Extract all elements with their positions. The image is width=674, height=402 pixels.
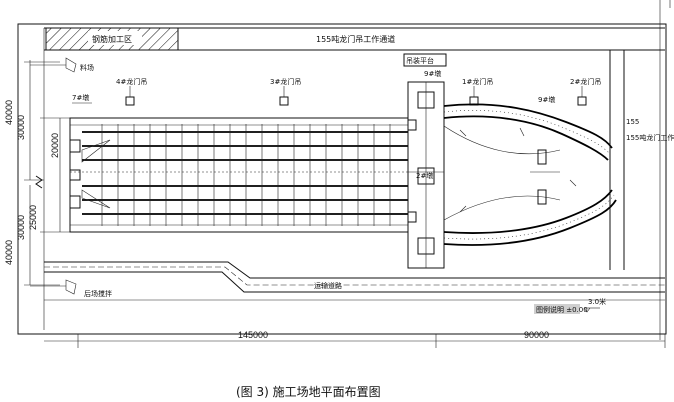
crane-1-label: 1#龙门吊 bbox=[462, 77, 493, 86]
dim-20000: 20000 bbox=[50, 133, 60, 158]
aggregate-bottom-label: 后场搅拌 bbox=[84, 289, 112, 298]
crane-7-marker: 7#墩 bbox=[72, 93, 92, 104]
lifting-platform-label: 吊装平台 bbox=[406, 56, 434, 65]
crane-3-label: 3#龙门吊 bbox=[270, 77, 301, 86]
dim-145000: 145000 bbox=[238, 330, 268, 340]
crane-9-label: 9#墩 bbox=[424, 69, 441, 78]
dim-30000-b: 30000 bbox=[16, 215, 26, 240]
bottom-road-upper bbox=[44, 261, 665, 279]
dim-40000-top: 40000 bbox=[4, 100, 14, 125]
crane-4-label: 4#龙门吊 bbox=[116, 77, 147, 86]
rebar-area-label: 钢筋加工区 bbox=[92, 34, 132, 44]
dim-90000: 90000 bbox=[524, 330, 549, 340]
right-note: 图例说明 ±0.00 bbox=[536, 305, 588, 314]
right-road-label-1: 155 bbox=[626, 118, 639, 126]
crane-4-marker: 4#龙门吊 bbox=[116, 77, 147, 106]
center-beam-label: 2#墩 bbox=[416, 171, 433, 180]
top-road-label: 155吨龙门吊工作通道 bbox=[316, 34, 395, 44]
bottom-road-label: 运输道路 bbox=[314, 281, 342, 290]
aggregate-bottom-marker: 后场搅拌 bbox=[30, 279, 112, 298]
curved-track-upper bbox=[443, 103, 613, 161]
figure-caption: (图 3) 施工场地平面布置图 bbox=[236, 385, 381, 399]
curved-track-lower bbox=[443, 189, 617, 246]
crane-2-label: 2#龙门吊 bbox=[570, 77, 601, 86]
dim-40000-bottom: 40000 bbox=[4, 240, 14, 265]
aggregate-top-label: 料场 bbox=[80, 63, 94, 72]
dim-30000: 30000 bbox=[16, 115, 26, 140]
dim-25000: 25000 bbox=[28, 205, 38, 230]
crane-7-label: 7#墩 bbox=[72, 93, 89, 102]
elevation-mark: 3.0米 bbox=[588, 297, 606, 306]
aggregate-top-marker: 料场 bbox=[30, 57, 94, 73]
transverse-ties bbox=[101, 124, 391, 226]
bottom-road-lower bbox=[44, 271, 665, 293]
beam-lines-lower bbox=[82, 185, 408, 215]
crane-3-marker: 3#龙门吊 bbox=[270, 77, 301, 106]
pier-9b-label: 9#墩 bbox=[538, 95, 555, 104]
right-road-label: 155吨龙门工作通道 bbox=[626, 133, 674, 142]
crane-1-marker: 1#龙门吊 bbox=[462, 77, 493, 106]
beam-lines-upper bbox=[82, 131, 408, 161]
pier-9b-marker: 9#墩 bbox=[538, 95, 555, 104]
crane-2-marker: 2#龙门吊 bbox=[570, 77, 601, 106]
